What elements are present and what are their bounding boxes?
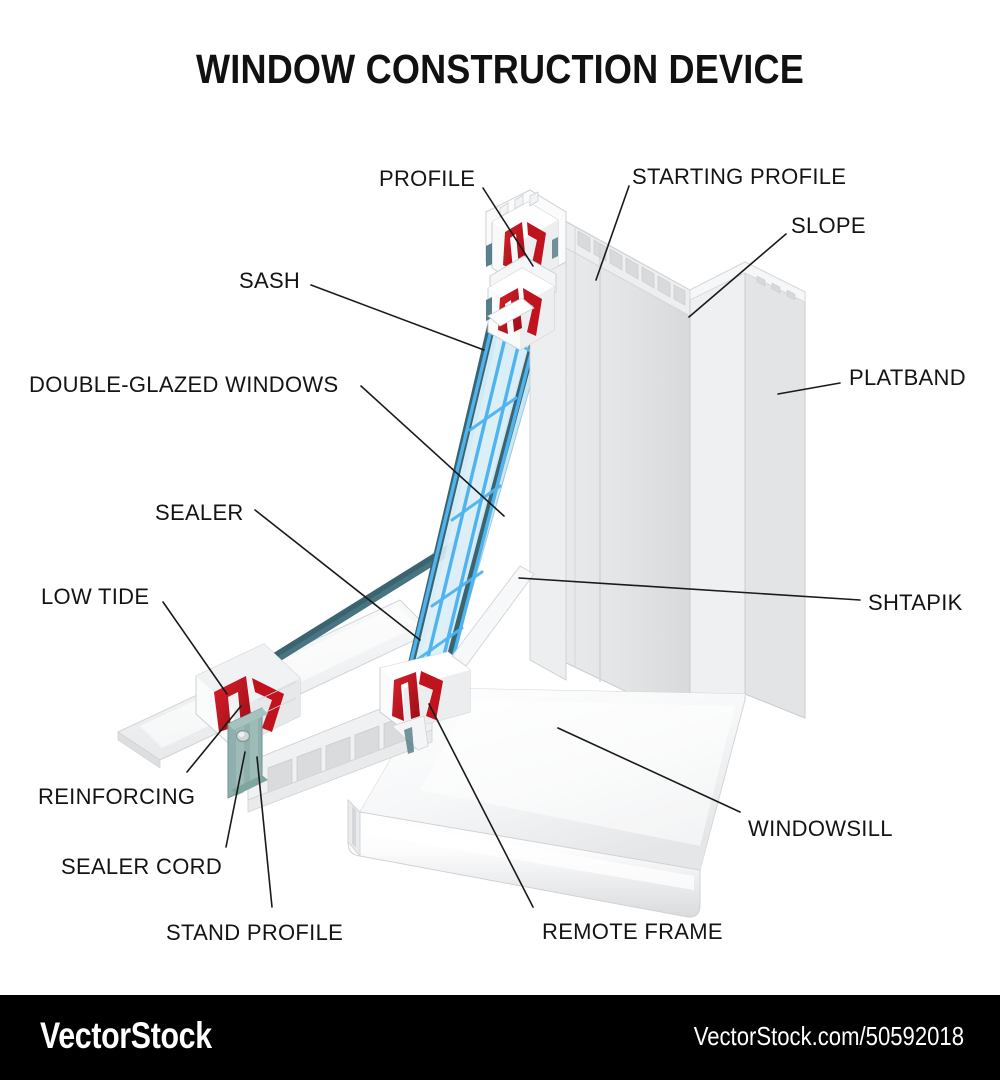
shtapik-bead bbox=[451, 565, 535, 667]
leader-line-sealer bbox=[254, 509, 421, 641]
callout-label-windowsill: WINDOWSILL bbox=[748, 816, 893, 841]
leader-line-windowsill bbox=[557, 727, 741, 813]
leader-line-slope bbox=[688, 233, 787, 318]
leader-line-platband bbox=[777, 382, 841, 395]
leader-line-low-tide bbox=[162, 601, 228, 695]
leader-line-sash bbox=[310, 284, 485, 351]
callout-label-low-tide: LOW TIDE bbox=[41, 584, 150, 609]
windowsill-end-cap bbox=[347, 798, 361, 858]
callout-label-slope: SLOPE bbox=[791, 213, 866, 238]
leader-line-reinforcing bbox=[186, 705, 242, 773]
footer-brand: VectorStock bbox=[40, 1015, 212, 1056]
double-glazed-unit bbox=[405, 317, 541, 679]
sealer-cord bbox=[235, 729, 251, 743]
callout-label-reinforcing: REINFORCING bbox=[38, 784, 196, 809]
page-title: WINDOW CONSTRUCTION DEVICE bbox=[196, 46, 804, 92]
reinforcing-red-bottom bbox=[392, 671, 443, 721]
slope-honeycomb bbox=[565, 221, 691, 317]
callout-label-remote-frame: REMOTE FRAME bbox=[542, 919, 723, 944]
footer-url: VectorStock.com/50592018 bbox=[693, 1021, 964, 1051]
callout-label-profile: PROFILE bbox=[379, 166, 476, 191]
leader-line-double-glazed bbox=[360, 385, 505, 517]
leader-line-stand-profile bbox=[256, 756, 273, 908]
remote-frame-bottom bbox=[379, 651, 471, 754]
callout-label-sash: SASH bbox=[239, 268, 301, 293]
windowsill bbox=[247, 687, 746, 918]
leader-line-remote-frame bbox=[428, 703, 534, 908]
callout-label-starting-profile: STARTING PROFILE bbox=[632, 164, 847, 189]
callout-label-double-glazed: DOUBLE-GLAZED WINDOWS bbox=[29, 372, 339, 397]
platband-panel bbox=[689, 261, 806, 723]
leader-lines bbox=[162, 185, 861, 908]
callout-label-platband: PLATBAND bbox=[849, 365, 966, 390]
window-construction-illustration bbox=[116, 185, 861, 918]
callout-label-stand-profile: STAND PROFILE bbox=[166, 920, 344, 945]
callout-label-shtapik: SHTAPIK bbox=[868, 590, 963, 615]
footer-bar: VectorStock VectorStock.com/50592018 bbox=[0, 995, 1000, 1080]
leader-line-profile bbox=[482, 187, 534, 267]
callout-label-sealer: SEALER bbox=[155, 500, 244, 525]
leader-line-shtapik bbox=[518, 577, 861, 601]
callout-label-sealer-cord: SEALER CORD bbox=[61, 854, 223, 879]
profile-assembly-top bbox=[485, 189, 567, 681]
leader-line-sealer-cord bbox=[225, 751, 246, 848]
leader-line-starting-profile bbox=[595, 185, 630, 281]
slope-panel bbox=[559, 217, 691, 723]
